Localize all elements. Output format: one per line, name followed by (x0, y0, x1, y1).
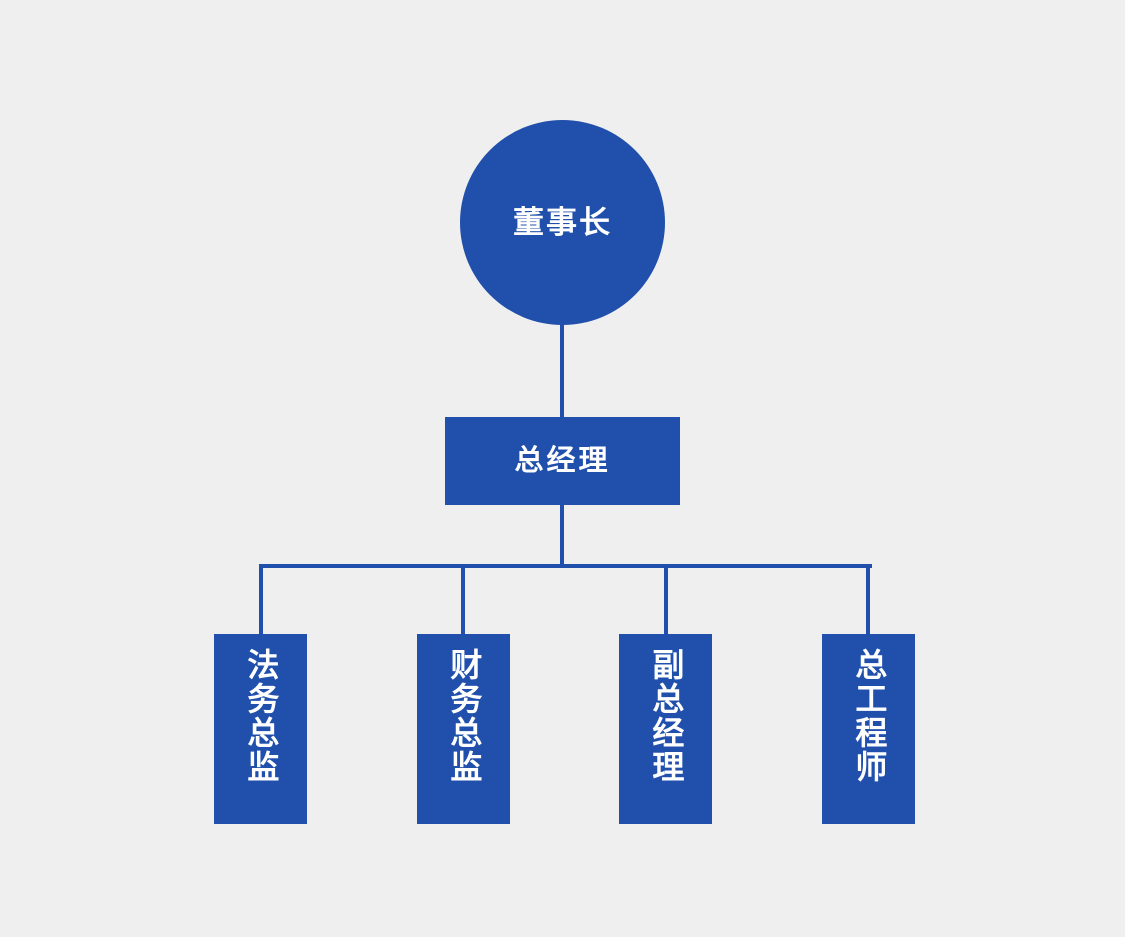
node-general-manager-label: 总经理 (514, 444, 611, 477)
connector-gm-horizontal-bus (259, 564, 872, 568)
node-chairman[interactable]: 董事长 (460, 120, 665, 325)
node-general-manager[interactable]: 总经理 (445, 417, 680, 505)
node-chairman-label: 董事长 (513, 205, 612, 240)
connector-drop-deputy-gm (664, 564, 668, 636)
connector-drop-chief-engineer (866, 564, 870, 636)
node-deputy-general-manager-label: 副总经理 (648, 648, 685, 784)
node-deputy-general-manager[interactable]: 副总经理 (619, 634, 712, 824)
node-chief-engineer-label: 总工程师 (851, 648, 888, 784)
node-finance-director-label: 财务总监 (446, 648, 483, 784)
node-legal-director[interactable]: 法务总监 (214, 634, 307, 824)
node-finance-director[interactable]: 财务总监 (417, 634, 510, 824)
connector-drop-finance (461, 564, 465, 636)
node-legal-director-label: 法务总监 (243, 648, 280, 784)
node-chief-engineer[interactable]: 总工程师 (822, 634, 915, 824)
connector-drop-legal (259, 564, 263, 636)
connector-gm-stem (560, 503, 564, 566)
connector-chairman-to-gm (560, 323, 564, 419)
